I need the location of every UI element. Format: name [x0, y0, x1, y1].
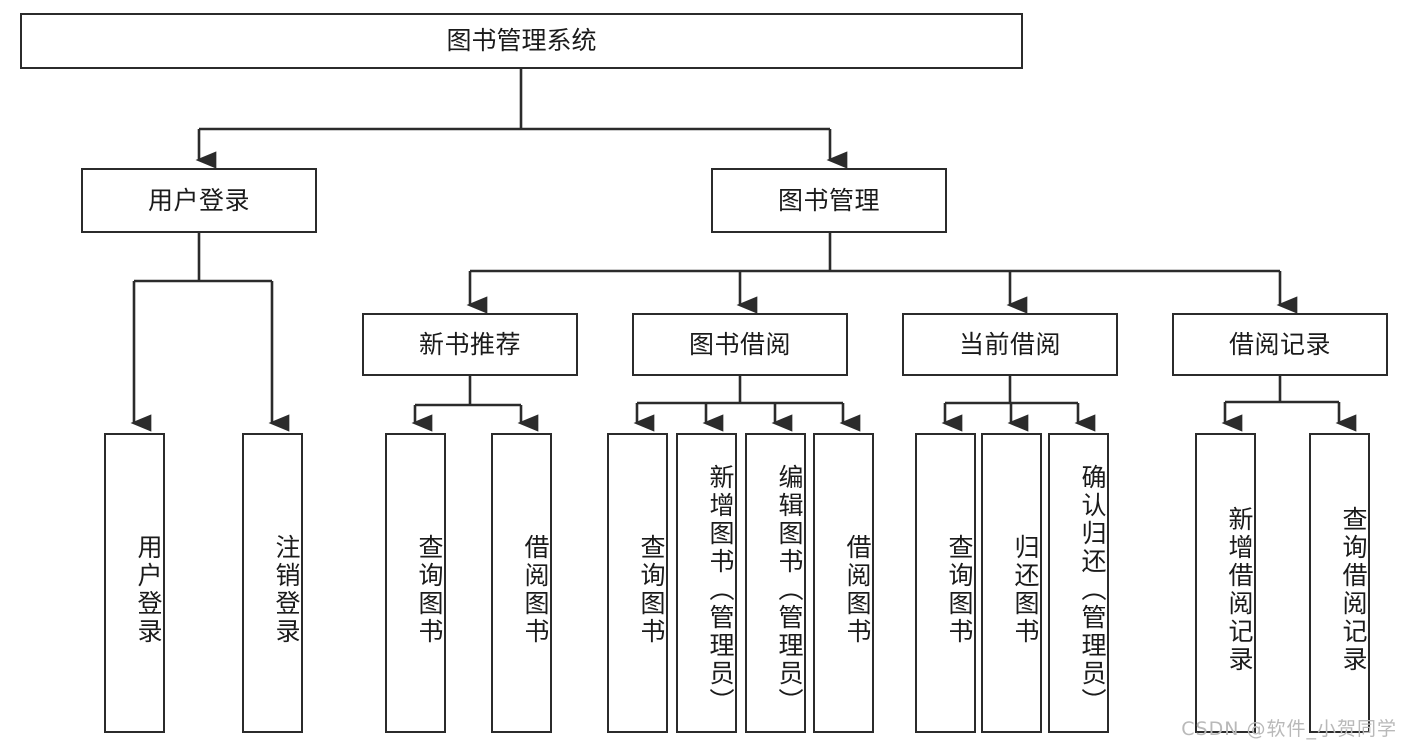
node-leaf-logout[interactable]: 注销登录 [242, 433, 303, 733]
node-leaf-query-borrow-record[interactable]: 查询借阅记录 [1309, 433, 1370, 733]
node-leaf-user-login-label: 用户登录 [134, 534, 163, 646]
node-leaf-query-book-current[interactable]: 查询图书 [915, 433, 976, 733]
watermark-text: CSDN @软件_小贺同学 [1181, 718, 1397, 740]
node-borrow-record-label: 借阅记录 [1228, 329, 1331, 359]
node-leaf-query-borrow-record-label: 查询借阅记录 [1339, 506, 1368, 674]
node-leaf-confirm-return-admin[interactable]: 确认归还（管理员） [1048, 433, 1109, 733]
node-current-borrow-label: 当前借阅 [958, 329, 1061, 359]
node-leaf-query-book-borrow-label: 查询图书 [637, 534, 666, 646]
node-leaf-borrow-book[interactable]: 借阅图书 [813, 433, 874, 733]
node-book-management[interactable]: 图书管理 [711, 168, 947, 233]
node-leaf-return-book-label: 归还图书 [1011, 534, 1040, 646]
node-book-borrow[interactable]: 图书借阅 [632, 313, 848, 376]
node-leaf-borrow-book-recommend-label: 借阅图书 [521, 534, 550, 646]
node-leaf-query-book-recommend[interactable]: 查询图书 [385, 433, 446, 733]
node-leaf-user-login[interactable]: 用户登录 [104, 433, 165, 733]
node-leaf-edit-book-admin-label: 编辑图书（管理员） [775, 464, 804, 716]
node-new-book-recommend-label: 新书推荐 [418, 329, 521, 359]
node-leaf-edit-book-admin[interactable]: 编辑图书（管理员） [745, 433, 806, 733]
node-user-login-label: 用户登录 [147, 185, 250, 215]
node-leaf-borrow-book-recommend[interactable]: 借阅图书 [491, 433, 552, 733]
node-leaf-add-borrow-record[interactable]: 新增借阅记录 [1195, 433, 1256, 733]
node-book-borrow-label: 图书借阅 [688, 329, 791, 359]
node-new-book-recommend[interactable]: 新书推荐 [362, 313, 578, 376]
node-leaf-query-book-current-label: 查询图书 [945, 534, 974, 646]
node-leaf-confirm-return-admin-label: 确认归还（管理员） [1078, 464, 1107, 716]
node-leaf-borrow-book-label: 借阅图书 [843, 534, 872, 646]
node-leaf-add-borrow-record-label: 新增借阅记录 [1225, 506, 1254, 674]
node-leaf-query-book-borrow[interactable]: 查询图书 [607, 433, 668, 733]
node-user-login[interactable]: 用户登录 [81, 168, 317, 233]
node-leaf-add-book-admin[interactable]: 新增图书（管理员） [676, 433, 737, 733]
node-leaf-logout-label: 注销登录 [272, 534, 301, 646]
node-root-book-management-system[interactable]: 图书管理系统 [20, 13, 1023, 69]
node-leaf-query-book-recommend-label: 查询图书 [415, 534, 444, 646]
node-leaf-add-book-admin-label: 新增图书（管理员） [706, 464, 735, 716]
node-borrow-record[interactable]: 借阅记录 [1172, 313, 1388, 376]
node-current-borrow[interactable]: 当前借阅 [902, 313, 1118, 376]
node-book-management-label: 图书管理 [777, 185, 880, 215]
node-root-label: 图书管理系统 [446, 26, 597, 56]
node-leaf-return-book[interactable]: 归还图书 [981, 433, 1042, 733]
